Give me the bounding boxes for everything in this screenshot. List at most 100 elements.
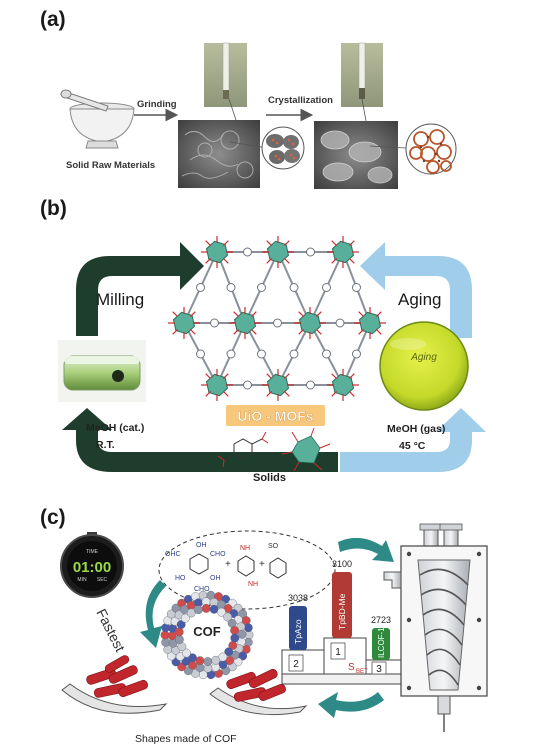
cof-atom xyxy=(230,633,240,643)
mof-linker-ring xyxy=(210,318,219,328)
mof-oxygen-bond xyxy=(375,311,382,318)
cof-atom xyxy=(161,637,171,647)
mof-oxygen-bond xyxy=(172,328,179,335)
ald-label-0: OHC xyxy=(165,551,181,558)
bar-tpbd-me2 xyxy=(332,572,352,638)
panel-a-letter: (a) xyxy=(40,8,66,31)
solids-label: Solids xyxy=(253,472,286,484)
bottom-left-arrow xyxy=(62,408,338,472)
sbet-subscript: BET xyxy=(356,669,368,675)
mof-oxygen-bond xyxy=(266,257,273,264)
mof-oxygen-bond xyxy=(315,328,322,335)
aging-arrow xyxy=(360,242,472,338)
mof-oxygen-bond xyxy=(250,311,257,318)
mof-oxygen-bond xyxy=(222,373,229,380)
mof-linker-ring xyxy=(352,283,361,292)
right-condition-line2: 45 °C xyxy=(399,440,426,452)
panel-b: Milling MeOH (cat.) R.T. Aging MeOH (gas… xyxy=(58,236,486,484)
mof-oxygen-bond xyxy=(348,390,355,397)
cof-atom xyxy=(193,605,203,615)
cof-atom xyxy=(174,635,184,644)
fastest-label: Fastest xyxy=(93,606,128,654)
boat-right xyxy=(209,668,308,716)
crystallization-label: Crystallization xyxy=(268,95,333,106)
ald-label-5: CHO xyxy=(194,586,210,593)
plus-1: + xyxy=(225,559,231,570)
cof-atom xyxy=(209,604,219,614)
cof-atom xyxy=(217,607,226,617)
mof-oxygen-bond xyxy=(348,257,355,264)
cof-atom xyxy=(174,627,184,637)
mof-linker-ring xyxy=(226,349,236,359)
acid-molecule: SO xyxy=(268,543,287,579)
podium-value-2: 3038 xyxy=(288,593,308,603)
amine-label-1: NH xyxy=(248,581,258,588)
teal-arrow-left xyxy=(140,580,166,648)
podium-rank-2: 2 xyxy=(293,659,299,670)
aging-label: Aging xyxy=(398,290,441,309)
mof-oxygen-bond xyxy=(233,311,240,318)
mof-oxygen-bond xyxy=(222,240,229,247)
mof-linker-ring xyxy=(243,247,252,257)
mof-oxygen-bond xyxy=(298,311,305,318)
aging-dish-photo: Aging xyxy=(379,321,469,411)
mof-linker-ring xyxy=(306,380,315,390)
mof-oxygen-bond xyxy=(205,373,212,380)
mof-oxygen-bond xyxy=(250,328,257,335)
timer-top-label: TIME xyxy=(86,549,99,555)
tube-photo-1 xyxy=(204,42,247,107)
podium-name-2: TpAzo xyxy=(293,619,303,644)
raw-materials-label: Solid Raw Materials xyxy=(66,160,155,171)
mof-linker-ring xyxy=(322,283,331,292)
panel-a: Solid Raw Materials Grinding xyxy=(60,42,457,189)
mof-oxygen-bond xyxy=(283,240,290,247)
mof-oxygen-bond xyxy=(205,240,212,247)
ald-label-1: OH xyxy=(196,542,207,549)
cof-atom xyxy=(243,623,253,633)
mof-oxygen-bond xyxy=(331,257,338,264)
mof-oxygen-bond xyxy=(266,240,273,247)
mof-oxygen-bond xyxy=(266,373,273,380)
podium-value-1: 3100 xyxy=(332,559,352,569)
mof-oxygen-bond xyxy=(283,390,290,397)
mof-linker-ring xyxy=(196,349,205,359)
acid-label: SO xyxy=(268,543,279,550)
cof-atom xyxy=(188,653,197,663)
shapes-label: Shapes made of COF xyxy=(135,733,237,745)
dish-label: Aging xyxy=(410,352,437,363)
cof-atom xyxy=(224,647,234,657)
ald-label-4: OH xyxy=(210,575,221,582)
podium: 2 1 3 S BET TpAzo TpBD-Me ILCOF-1 3038 3… xyxy=(281,559,409,685)
boat-left xyxy=(61,655,168,714)
mof-linker-ring xyxy=(257,283,266,292)
plus-2: + xyxy=(259,559,265,570)
podium-rank-3: 3 xyxy=(376,664,382,675)
mof-oxygen-bond xyxy=(348,373,355,380)
mof-oxygen-bond xyxy=(205,390,212,397)
mof-oxygen-bond xyxy=(222,257,229,264)
amine-label-0: NH xyxy=(240,545,250,552)
mof-oxygen-bond xyxy=(233,328,240,335)
cof-atom xyxy=(218,652,228,662)
cof-atom xyxy=(211,655,221,665)
bottom-right-arrow xyxy=(340,408,486,472)
tube-photo-2 xyxy=(341,42,383,107)
bar-tpazo xyxy=(289,606,307,650)
panel-b-letter: (b) xyxy=(40,197,67,220)
linker-molecule-icon xyxy=(217,431,269,468)
ald-label-3: HO xyxy=(175,575,186,582)
aldehyde-molecule: OHC OH CHO HO OH CHO xyxy=(165,542,226,593)
mof-linker-ring xyxy=(306,247,315,257)
mof-oxygen-bond xyxy=(331,390,338,397)
mof-oxygen-bond xyxy=(331,373,338,380)
milling-arrow xyxy=(76,242,204,336)
cof-pore xyxy=(188,616,226,654)
diamine-molecule: NH NH xyxy=(237,545,258,588)
sem-image-1 xyxy=(178,120,260,188)
reagents-outline xyxy=(158,530,336,610)
teal-arrow-top xyxy=(338,537,394,562)
cof-atom xyxy=(195,656,205,666)
podium-name-1: TpBD-Me xyxy=(337,593,347,630)
cof-atom xyxy=(223,612,233,622)
